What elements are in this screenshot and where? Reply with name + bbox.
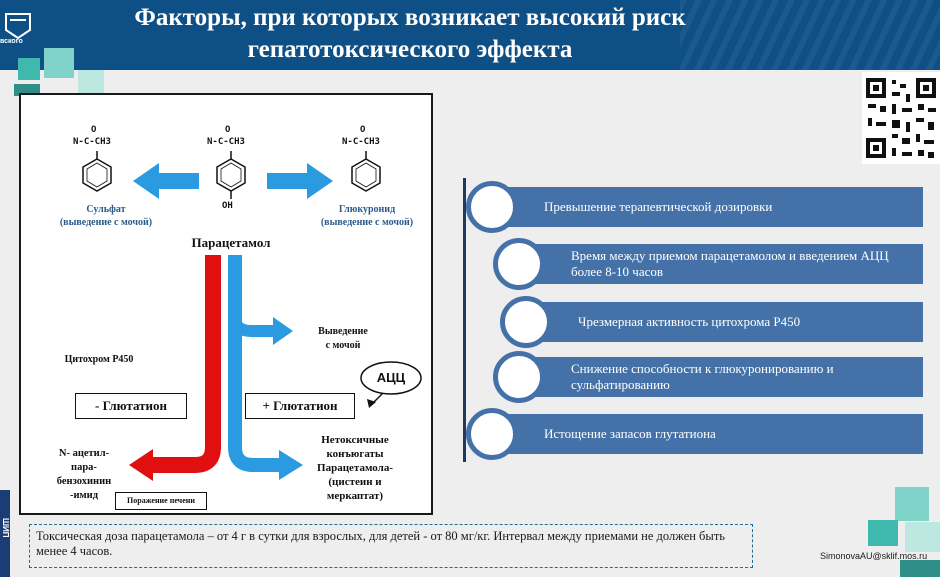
risk-factor-item: Истощение запасов глутатиона xyxy=(492,414,923,454)
author-email: SimonovaAU@sklif.mos.ru xyxy=(820,551,928,561)
benzene-ring-right-icon xyxy=(351,151,381,192)
decor-square xyxy=(44,48,74,78)
napqi-label: N- ацетил- пара- бензохинин -имид xyxy=(56,448,112,501)
arrow-right-icon xyxy=(267,163,333,199)
title-line-1: Факторы, при которых возникает высокий р… xyxy=(134,4,686,31)
excretion-label: Выведение с мочой xyxy=(318,326,368,351)
qr-code-icon xyxy=(862,72,940,164)
risk-factor-item: Превышение терапевтической дозировки xyxy=(492,187,923,227)
risk-factor-text: Превышение терапевтической дозировки xyxy=(544,199,773,214)
risk-factor-text: Истощение запасов глутатиона xyxy=(544,426,716,441)
page-title: Факторы, при которых возникает высокий р… xyxy=(40,2,780,66)
side-logo-text: ШИП xyxy=(1,518,10,538)
center-oxygen: O xyxy=(225,125,231,135)
benzene-ring-left-icon xyxy=(82,151,112,192)
title-line-2: гепатотоксического эффекта xyxy=(247,36,573,63)
decor-square xyxy=(18,58,40,80)
metabolism-diagram: O N-C-CH3 O N-C-CH3 OH O N-C-CH3 Сульфат… xyxy=(19,93,433,515)
risk-factor-item: Чрезмерная активность цитохрома Р450 xyxy=(526,302,923,342)
left-oxygen: O xyxy=(91,125,97,135)
decor-square xyxy=(895,487,929,521)
header-banner xyxy=(0,0,940,70)
sulfate-label: Сульфат (выведение с мочой) xyxy=(59,204,153,228)
plus-glutathione-box: + Глютатион xyxy=(245,393,355,419)
decor-square xyxy=(868,520,898,546)
risk-factor-bullet-icon xyxy=(466,408,518,460)
logo-caption: вского xyxy=(0,38,23,45)
center-oh: OH xyxy=(222,201,233,211)
glucuronide-label: Глюкуронид (выведение с мочой) xyxy=(320,204,414,228)
risk-factor-text: Снижение способности к глюкуронированию … xyxy=(571,361,834,392)
decor-square xyxy=(78,70,104,96)
liver-damage-box: Поражение печени xyxy=(115,492,207,510)
risk-factor-bullet-icon xyxy=(493,238,545,290)
right-oxygen: O xyxy=(360,125,366,135)
left-group-formula: N-C-CH3 xyxy=(73,137,111,147)
risk-factor-bullet-icon xyxy=(500,296,552,348)
decor-square xyxy=(905,522,940,552)
cytochrome-label: Цитохром Р450 xyxy=(64,354,134,365)
toxic-dose-note: Токсическая доза парацетамола – от 4 г в… xyxy=(29,524,753,568)
red-pathway-arrow xyxy=(151,255,221,473)
risk-factor-bullet-icon xyxy=(493,351,545,403)
acc-label: АЦЦ xyxy=(376,370,406,385)
risk-factor-bullet-icon xyxy=(466,181,518,233)
risk-factor-item: Время между приемом парацетамолом и введ… xyxy=(519,244,923,284)
institute-logo-icon xyxy=(5,13,31,40)
risk-factor-text: Время между приемом парацетамолом и введ… xyxy=(571,248,889,279)
benzene-ring-center-icon xyxy=(216,151,246,199)
right-group-formula: N-C-CH3 xyxy=(342,137,380,147)
blue-pathway-arrow xyxy=(228,255,281,472)
risk-factor-item: Снижение способности к глюкуронированию … xyxy=(519,357,923,397)
risk-factor-text: Чрезмерная активность цитохрома Р450 xyxy=(578,314,801,329)
acc-bubble xyxy=(360,361,422,395)
timeline-line xyxy=(463,178,466,462)
decor-square xyxy=(900,560,940,577)
center-group-formula: N-C-CH3 xyxy=(207,137,245,147)
arrow-left-icon xyxy=(133,163,199,199)
excretion-branch-arrow xyxy=(229,295,273,337)
diagram-graphics xyxy=(82,151,422,481)
conjugates-label: Нетоксичные конъюгаты Парацетамола- (цис… xyxy=(317,434,393,502)
minus-glutathione-box: - Глютатион xyxy=(75,393,187,419)
side-logo-strip xyxy=(0,490,10,577)
paracetamol-label: Парацетамол xyxy=(191,235,271,250)
